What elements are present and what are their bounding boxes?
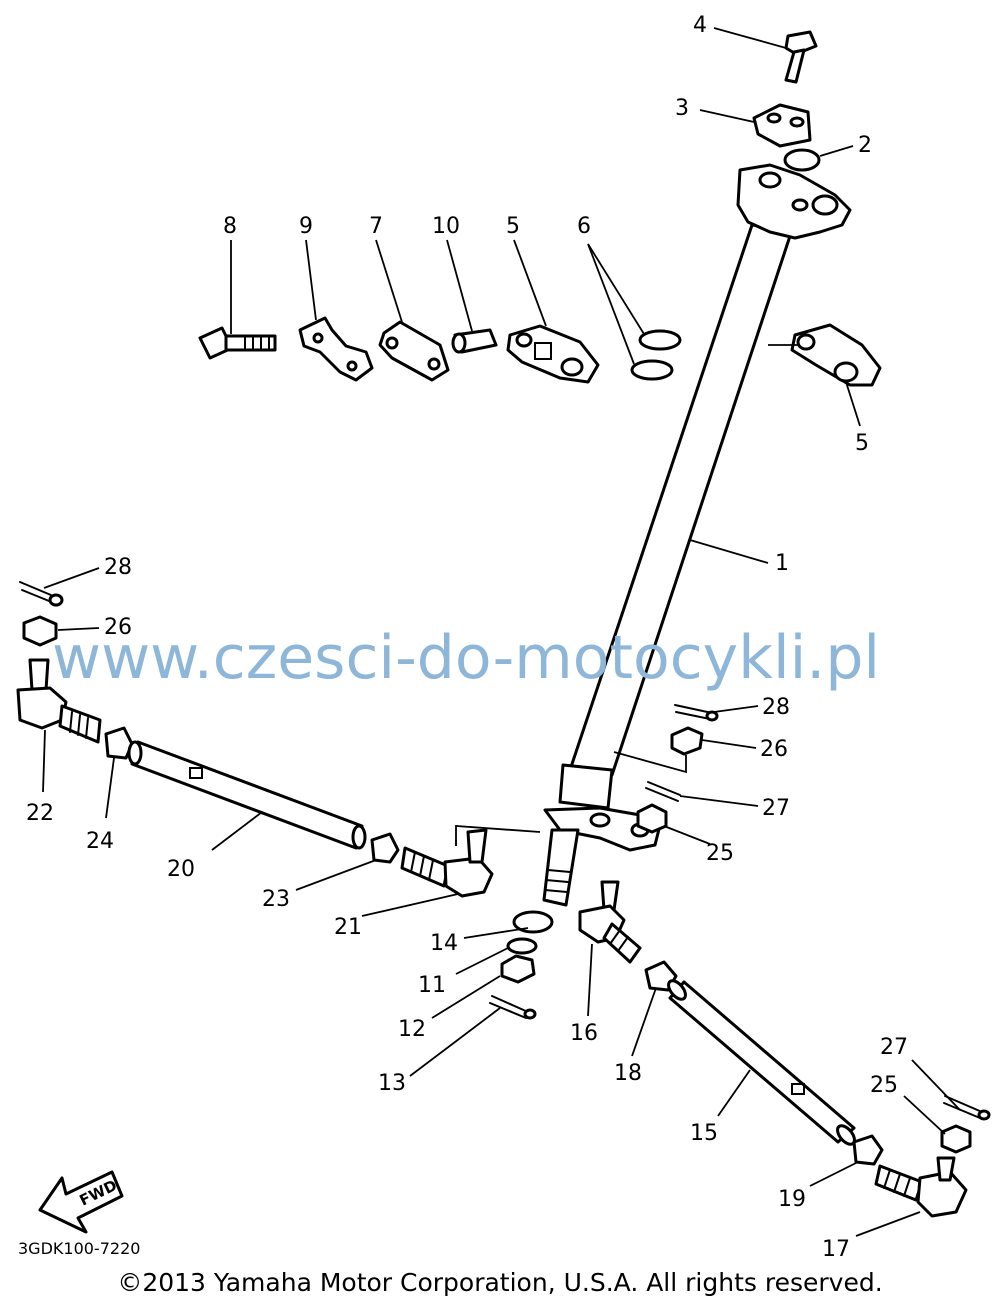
- tie-rod-end-part-21: [400, 828, 494, 898]
- cotter-pin-part-28-left: [19, 581, 64, 607]
- callout-3: 3: [675, 96, 689, 121]
- collar-part-14: [512, 910, 554, 934]
- tie-rod-part-15: [667, 979, 856, 1146]
- copyright-notice: ©2013 Yamaha Motor Corporation, U.S.A. A…: [117, 1268, 883, 1297]
- nut-part-23: [370, 832, 400, 864]
- callout-22: 22: [26, 801, 54, 826]
- callout-2: 2: [858, 133, 872, 158]
- callout-15: 15: [690, 1121, 718, 1146]
- callout-21: 21: [334, 915, 362, 940]
- nut-part-26-right: [670, 726, 704, 756]
- callout-5b: 5: [855, 431, 869, 456]
- nut-part-26-left: [22, 615, 58, 647]
- bolt-part-4: [784, 30, 818, 84]
- plate-part-9: [298, 316, 374, 382]
- callout-26b: 26: [760, 737, 788, 762]
- callout-27a: 27: [762, 796, 790, 821]
- callout-23: 23: [262, 887, 290, 912]
- callout-28a: 28: [104, 555, 132, 580]
- callout-7: 7: [369, 214, 383, 239]
- washer-parts-6: [630, 329, 682, 381]
- callout-11: 11: [418, 973, 446, 998]
- callout-9: 9: [299, 214, 313, 239]
- callout-19: 19: [778, 1187, 806, 1212]
- nut-part-12: [500, 954, 536, 984]
- callout-13: 13: [378, 1071, 406, 1096]
- nut-part-25-lower: [940, 1124, 972, 1154]
- collar-part-10: [451, 328, 498, 354]
- plate-part-7: [378, 320, 450, 382]
- callout-12: 12: [398, 1017, 426, 1042]
- callout-14: 14: [430, 931, 458, 956]
- callout-8: 8: [223, 214, 237, 239]
- callout-26a: 26: [104, 615, 132, 640]
- cotter-pin-part-27-right: [645, 781, 681, 802]
- callout-28b: 28: [762, 695, 790, 720]
- watermark-text: www.czesci-do-motocykli.pl: [52, 623, 880, 693]
- holder-part-5-right: [790, 323, 882, 387]
- callout-18: 18: [614, 1061, 642, 1086]
- tie-rod-end-part-16: [578, 880, 642, 964]
- callout-25b: 25: [870, 1073, 898, 1098]
- cotter-pin-part-27-lower: [943, 1095, 991, 1121]
- callout-20: 20: [167, 857, 195, 882]
- callout-leader-lines: [42, 27, 961, 1237]
- steering-shaft-part: [542, 163, 852, 907]
- fwd-arrow-icon: FWD: [38, 1170, 124, 1234]
- tie-rod-end-part-22: [16, 658, 102, 744]
- nut-part-25-right: [636, 803, 668, 834]
- cotter-pin-part-28-right: [674, 704, 719, 722]
- callout-1: 1: [775, 551, 789, 576]
- callout-25a: 25: [706, 841, 734, 866]
- nut-part-19: [852, 1134, 884, 1166]
- cotter-pin-part-13: [489, 995, 537, 1020]
- callout-6: 6: [577, 214, 591, 239]
- callout-16: 16: [570, 1021, 598, 1046]
- tie-rod-part-20: [127, 740, 367, 850]
- callout-numbers: 4 3 2 8 9 7 10 5 6 5 1 28 26 28 26 27 25…: [26, 13, 908, 1262]
- callout-4: 4: [693, 13, 707, 38]
- cap-part-2: [783, 148, 821, 172]
- callout-5a: 5: [506, 214, 520, 239]
- washer-part-11: [506, 937, 538, 955]
- diagram-code: 3GDK100-7220: [18, 1239, 140, 1258]
- bolt-part-8: [198, 326, 277, 360]
- callout-17: 17: [822, 1237, 850, 1262]
- tie-rod-end-part-17: [874, 1156, 968, 1218]
- callout-24: 24: [86, 829, 114, 854]
- holder-part-5-left: [506, 324, 600, 384]
- holder-cap-part-3: [752, 103, 812, 148]
- callout-27b: 27: [880, 1035, 908, 1060]
- callout-10: 10: [432, 214, 460, 239]
